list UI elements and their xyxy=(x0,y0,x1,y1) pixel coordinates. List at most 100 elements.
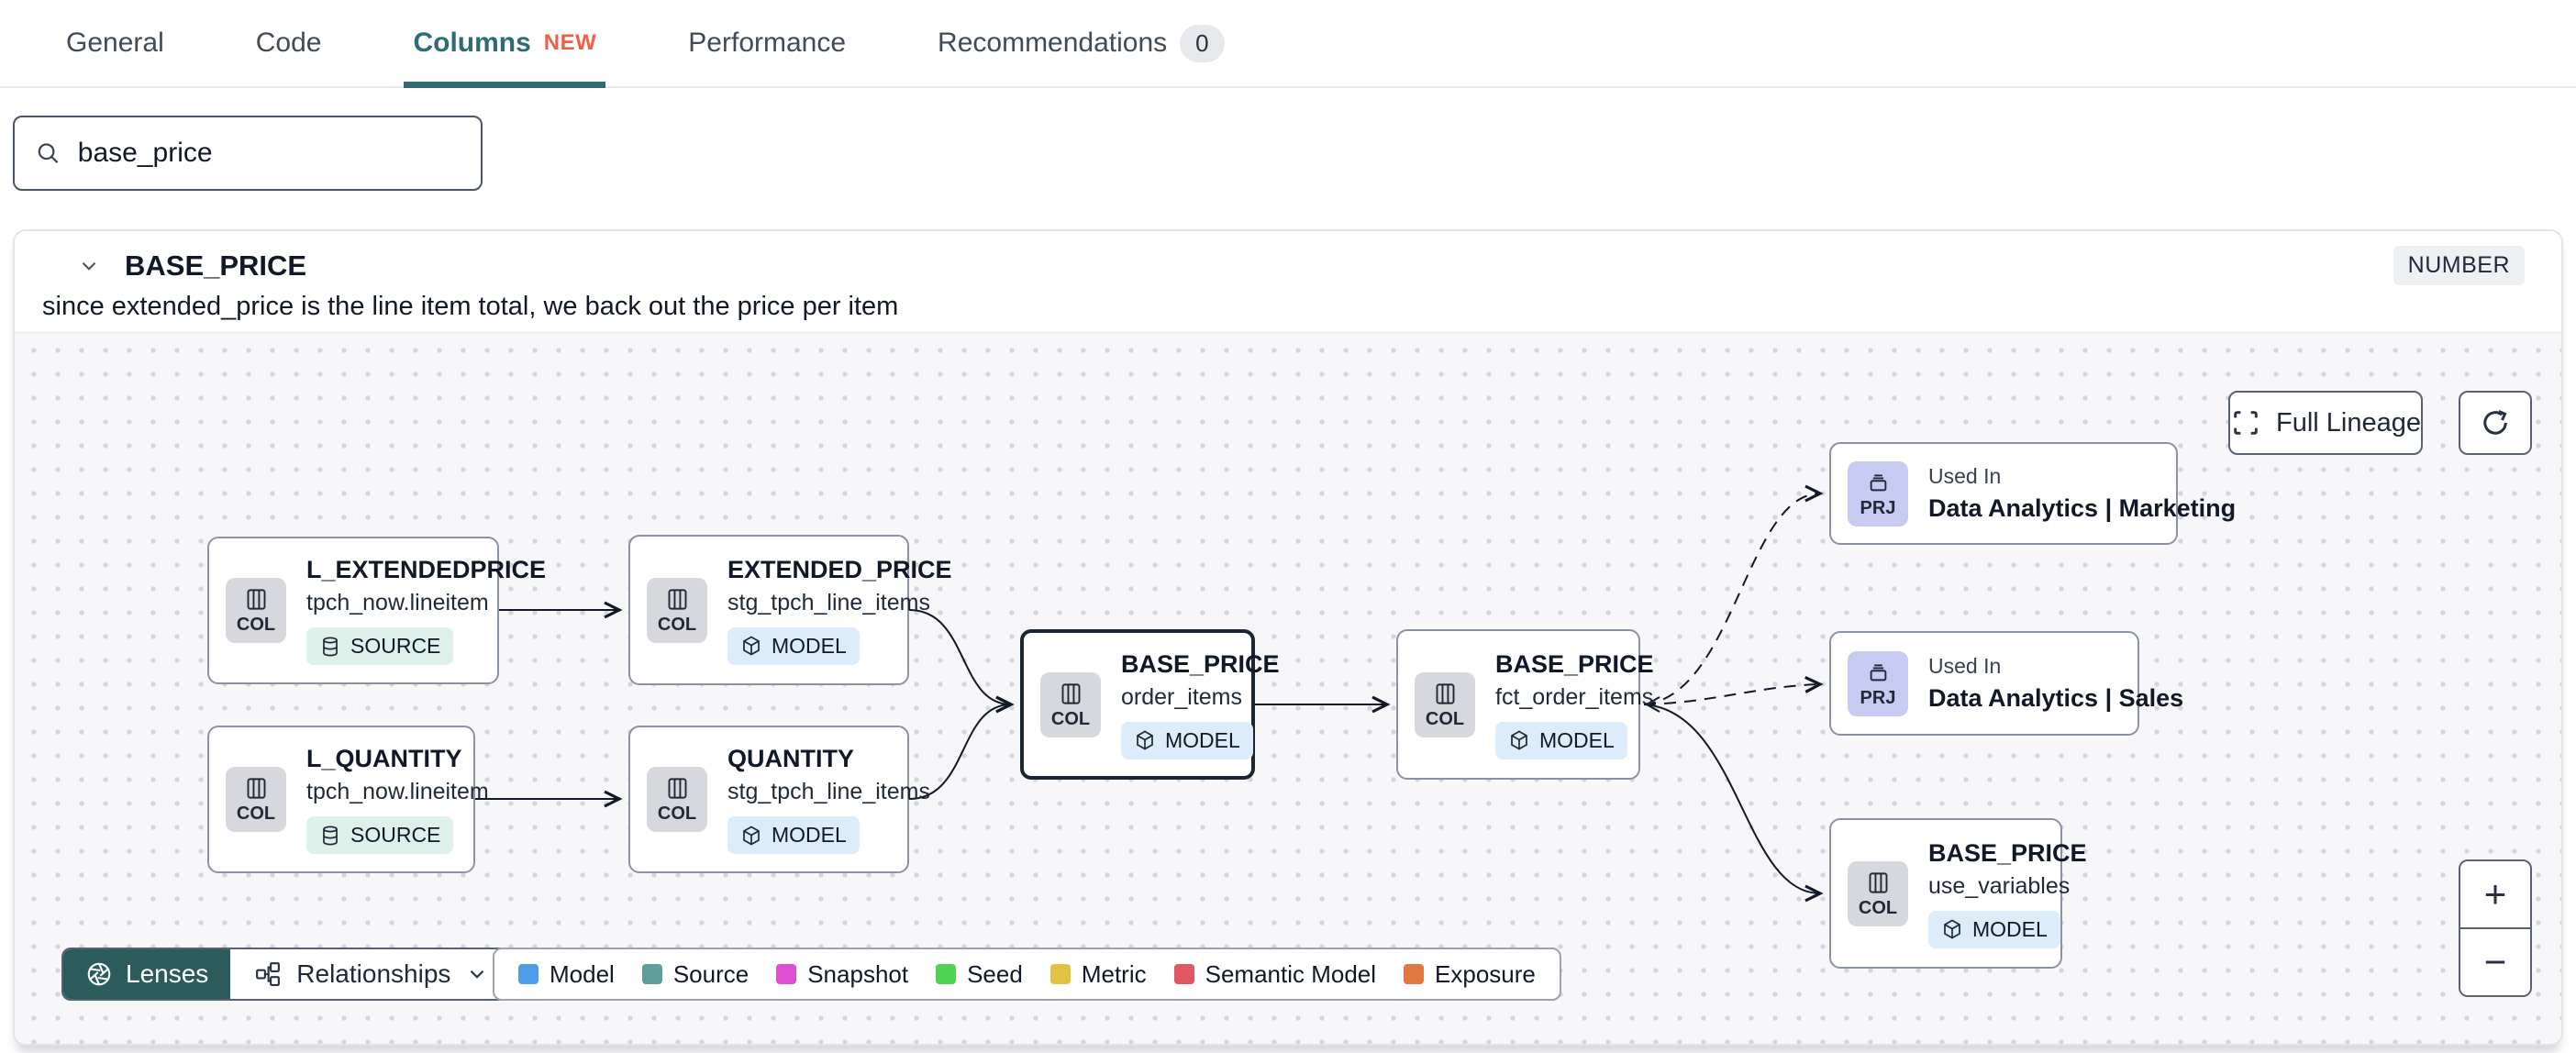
node-title: EXTENDED_PRICE xyxy=(727,555,952,583)
tab-columns[interactable]: Columns NEW xyxy=(404,0,606,88)
columns-icon xyxy=(247,778,265,799)
tab-label: Recommendations xyxy=(938,28,1168,58)
cube-icon xyxy=(1511,730,1527,750)
kind-label: PRJ xyxy=(1860,687,1896,708)
node-title: BASE_PRICE xyxy=(1495,649,1654,678)
prj-badge: PRJ xyxy=(1848,460,1908,526)
tab-label: Performance xyxy=(688,28,847,58)
chevron-down-icon[interactable] xyxy=(77,254,101,278)
legend-item-model: Model xyxy=(518,960,615,989)
columns-icon xyxy=(1061,682,1080,704)
columns-icon xyxy=(1869,871,1887,893)
database-icon xyxy=(323,826,338,845)
aperture-icon xyxy=(87,962,111,986)
used-in-label: Used In xyxy=(1928,464,2002,488)
column-name: BASE_PRICE xyxy=(125,249,307,282)
kind-label: COL xyxy=(657,614,697,635)
resource-type-legend: Model Source Snapshot Seed Metric Semant… xyxy=(493,948,1561,1001)
legend-label: Semantic Model xyxy=(1205,959,1377,988)
legend-swatch xyxy=(518,964,539,984)
zoom-in-button[interactable]: + xyxy=(2460,861,2530,927)
new-badge: NEW xyxy=(543,30,597,55)
model-badge: MODEL xyxy=(727,626,860,665)
lineage-node-used-in-marketing[interactable]: PRJ Used In Data Analytics | Marketing xyxy=(1829,442,2236,545)
legend-label: Metric xyxy=(1081,959,1147,988)
kind-label: COL xyxy=(236,615,276,635)
tab-bar: General Code Columns NEW Performance Rec… xyxy=(0,0,2576,88)
source-badge: SOURCE xyxy=(306,627,454,665)
legend-swatch xyxy=(1404,964,1425,984)
columns-icon xyxy=(1436,682,1454,704)
lineage-node-base-price-use-variables[interactable]: COL BASE_PRICE use_variables MODEL xyxy=(1829,818,2087,969)
lineage-node-extended-price[interactable]: COL EXTENDED_PRICE stg_tpch_line_items M… xyxy=(628,535,952,685)
kind-label: PRJ xyxy=(1860,497,1896,518)
legend-label: Model xyxy=(550,959,615,988)
column-description: since extended_price is the line item to… xyxy=(42,292,899,321)
legend-swatch xyxy=(936,964,957,984)
tab-performance[interactable]: Performance xyxy=(688,0,846,86)
model-badge: MODEL xyxy=(1121,721,1253,759)
column-card: BASE_PRICE NUMBER since extended_price i… xyxy=(13,229,2563,1046)
node-title: QUANTITY xyxy=(727,745,854,772)
zoom-out-button[interactable]: − xyxy=(2460,927,2530,995)
columns-icon xyxy=(668,588,686,610)
refresh-icon xyxy=(2483,410,2507,435)
legend-item-exposure: Exposure xyxy=(1404,960,1536,989)
col-badge: COL xyxy=(647,577,707,643)
lineage-node-base-price-order-items[interactable]: COL BASE_PRICE order_items MODEL xyxy=(1020,629,1280,780)
full-lineage-button[interactable]: Full Lineage xyxy=(2228,391,2423,455)
legend-swatch xyxy=(641,964,662,984)
lineage-node-l-extendedprice[interactable]: COL L_EXTENDEDPRICE tpch_now.lineitem SO… xyxy=(207,537,546,684)
kind-label: COL xyxy=(1858,897,1898,918)
relationships-dropdown[interactable]: Relationships xyxy=(230,949,514,999)
lineage-canvas[interactable]: Full Lineage + − COL L_EXTENDEDPRICE xyxy=(15,332,2561,1044)
zoom-controls: + − xyxy=(2459,859,2532,997)
node-title: L_EXTENDEDPRICE xyxy=(306,556,547,583)
tab-recommendations[interactable]: Recommendations 0 xyxy=(938,0,1225,86)
used-in-label: Used In xyxy=(1928,654,2002,678)
resource-type-label: MODEL xyxy=(1539,727,1615,752)
resource-type-label: MODEL xyxy=(1165,727,1240,752)
lineage-node-l-quantity[interactable]: COL L_QUANTITY tpch_now.lineitem SOURCE xyxy=(207,726,489,873)
legend-swatch xyxy=(776,964,797,984)
lenses-button[interactable]: Lenses xyxy=(63,949,231,999)
tab-code[interactable]: Code xyxy=(256,0,322,86)
lineage-node-quantity[interactable]: COL QUANTITY stg_tpch_line_items MODEL xyxy=(628,726,930,873)
column-search[interactable] xyxy=(13,116,483,191)
tab-label: Columns xyxy=(413,28,531,58)
lenses-label: Lenses xyxy=(126,959,209,988)
resource-type-label: SOURCE xyxy=(350,823,441,847)
legend-label: Seed xyxy=(967,959,1023,988)
resource-type-label: MODEL xyxy=(1972,916,2048,941)
node-subtitle: stg_tpch_line_items xyxy=(727,779,930,804)
cube-icon xyxy=(1944,919,1960,939)
legend-item-semantic-model: Semantic Model xyxy=(1173,959,1377,989)
node-title: Data Analytics | Marketing xyxy=(1928,494,2237,522)
chevron-down-icon xyxy=(471,970,484,979)
col-badge: COL xyxy=(1848,860,1908,926)
cube-icon xyxy=(743,636,760,656)
relationships-label: Relationships xyxy=(296,959,451,988)
legend-label: Snapshot xyxy=(807,959,909,988)
cube-icon xyxy=(743,826,760,845)
relationships-icon xyxy=(256,962,281,986)
recommendations-count-badge: 0 xyxy=(1180,24,1225,62)
project-icon xyxy=(1870,663,1886,681)
resource-type-label: MODEL xyxy=(772,823,847,847)
col-badge: COL xyxy=(1415,671,1475,737)
full-lineage-label: Full Lineage xyxy=(2276,407,2421,438)
search-input[interactable] xyxy=(77,138,461,169)
node-title: L_QUANTITY xyxy=(306,745,462,772)
lineage-node-base-price-fct-order-items[interactable]: COL BASE_PRICE fct_order_items MODEL xyxy=(1396,629,1654,780)
lenses-controls: Lenses Relationships xyxy=(61,948,516,1001)
tab-general[interactable]: General xyxy=(66,0,164,86)
lineage-node-used-in-sales[interactable]: PRJ Used In Data Analytics | Sales xyxy=(1829,631,2183,736)
legend-swatch xyxy=(1173,964,1194,984)
columns-icon xyxy=(247,589,265,610)
resource-type-label: SOURCE xyxy=(350,634,441,658)
tab-label: Code xyxy=(255,28,322,58)
node-subtitle: order_items xyxy=(1121,683,1242,710)
refresh-button[interactable] xyxy=(2459,391,2532,455)
legend-label: Exposure xyxy=(1435,959,1536,988)
col-badge: COL xyxy=(226,578,286,643)
